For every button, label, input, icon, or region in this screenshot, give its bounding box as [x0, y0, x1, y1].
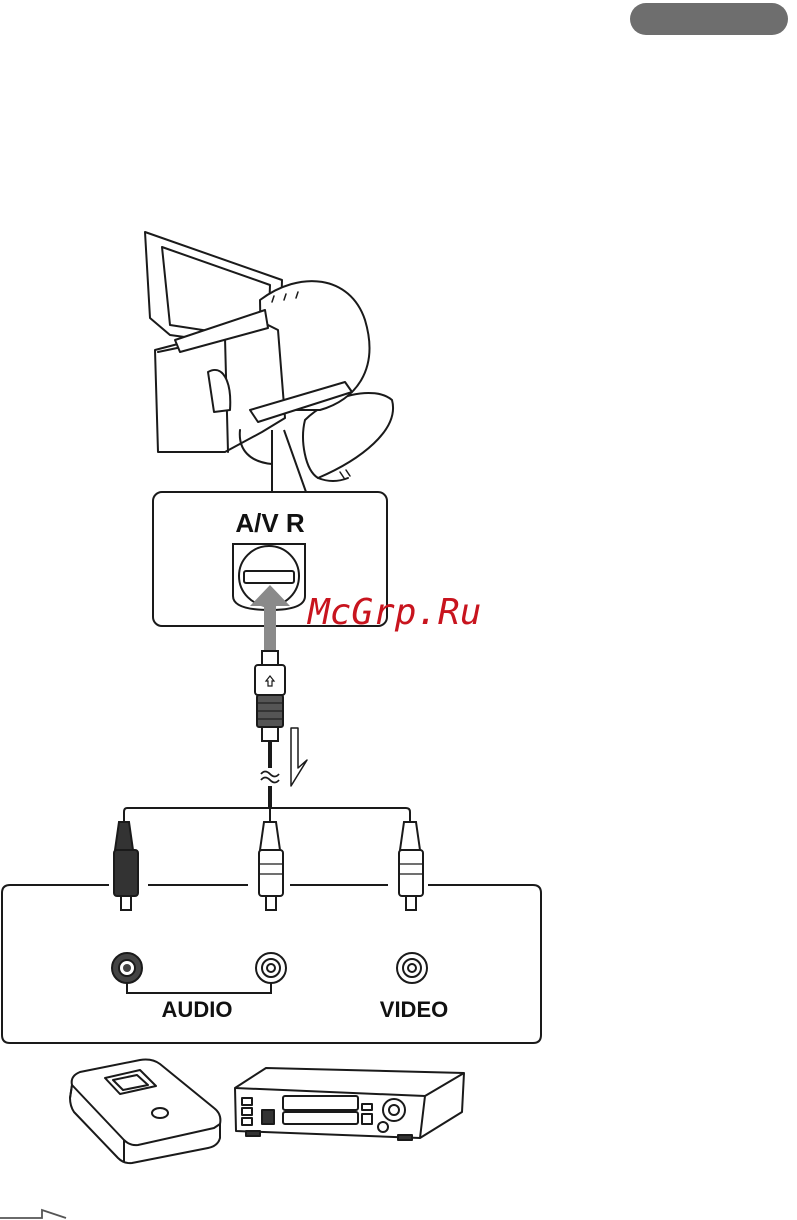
section-tab	[630, 3, 788, 35]
audio-label: AUDIO	[162, 997, 233, 1022]
av-cable-plug	[255, 651, 285, 741]
video-label: VIDEO	[380, 997, 448, 1022]
signal-flow-arrow-icon	[291, 728, 307, 786]
video-jack	[397, 953, 427, 983]
camcorder-icon	[145, 232, 393, 481]
audio-left-jack	[112, 953, 142, 983]
audio-right-jack	[256, 953, 286, 983]
rca-plug-audio-right	[259, 822, 283, 910]
watermark-text: McGrp.Ru	[306, 592, 481, 633]
dvd-writer-icon	[70, 1060, 220, 1164]
rca-plug-video	[399, 822, 423, 910]
next-page-arrow-icon	[0, 1210, 66, 1218]
rca-plug-audio-left	[114, 822, 138, 910]
vcr-icon	[235, 1068, 464, 1140]
port-label: A/V R	[235, 508, 305, 538]
